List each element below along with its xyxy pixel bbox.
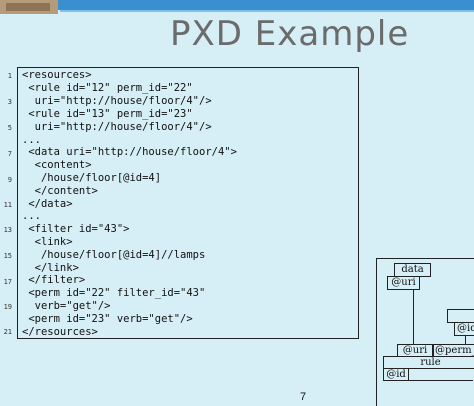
rule-id-attr: @id (383, 368, 409, 381)
slide-title: PXD Example (170, 14, 410, 54)
code-line: </data> (22, 198, 73, 210)
code-line: uri="http://house/floor/4"/> (22, 121, 212, 133)
page-number: 7 (300, 391, 307, 403)
line-number: 11 (3, 201, 12, 209)
logo (0, 0, 58, 14)
line-number: 21 (3, 328, 12, 336)
top-stripe (60, 10, 474, 12)
line-number: 13 (3, 226, 12, 234)
schema-diagram: data @uri @id @uri @perm_ rule @id (376, 258, 474, 406)
code-line: </resources> (22, 326, 98, 338)
code-line: <link> (22, 236, 73, 248)
code-line: </link> (22, 262, 79, 274)
code-line: <content> (22, 159, 92, 171)
code-line: <rule id="12" perm_id="22" (22, 82, 193, 94)
line-number: 5 (7, 124, 12, 132)
line-number: 15 (3, 252, 12, 260)
connector-line (409, 380, 473, 381)
line-number: 3 (7, 98, 12, 106)
data-node: data (394, 263, 431, 277)
code-line: <data uri="http://house/floor/4"> (22, 146, 237, 158)
code-line: <perm id="22" filter_id="43" (22, 287, 206, 299)
data-uri-attr: @uri (387, 276, 420, 290)
connector-line (465, 335, 466, 345)
code-line: <resources> (22, 69, 92, 81)
right-id-attr: @id (454, 322, 474, 336)
rule-node: rule (383, 356, 474, 369)
right-node (447, 309, 474, 323)
code-line: /house/floor[@id=4] (22, 172, 162, 184)
connector-line (413, 289, 414, 345)
line-number: 7 (7, 150, 12, 158)
code-line: </filter> (22, 274, 86, 286)
line-number: 19 (3, 303, 12, 311)
code-line: verb="get"/> (22, 300, 111, 312)
line-number: 17 (3, 278, 12, 286)
top-bar (0, 0, 474, 10)
code-listing (17, 67, 359, 339)
code-line: <perm id="23" verb="get"/> (22, 313, 193, 325)
line-number: 9 (7, 176, 12, 184)
line-number: 1 (7, 72, 12, 80)
code-line: </content> (22, 185, 98, 197)
code-line: <rule id="13" perm_id="23" (22, 108, 193, 120)
code-line: <filter id="43"> (22, 223, 130, 235)
code-line: /house/floor[@id=4]//lamps (22, 249, 206, 261)
code-line: ... (22, 134, 41, 146)
code-line: ... (22, 210, 41, 222)
code-line: uri="http://house/floor/4"/> (22, 95, 212, 107)
